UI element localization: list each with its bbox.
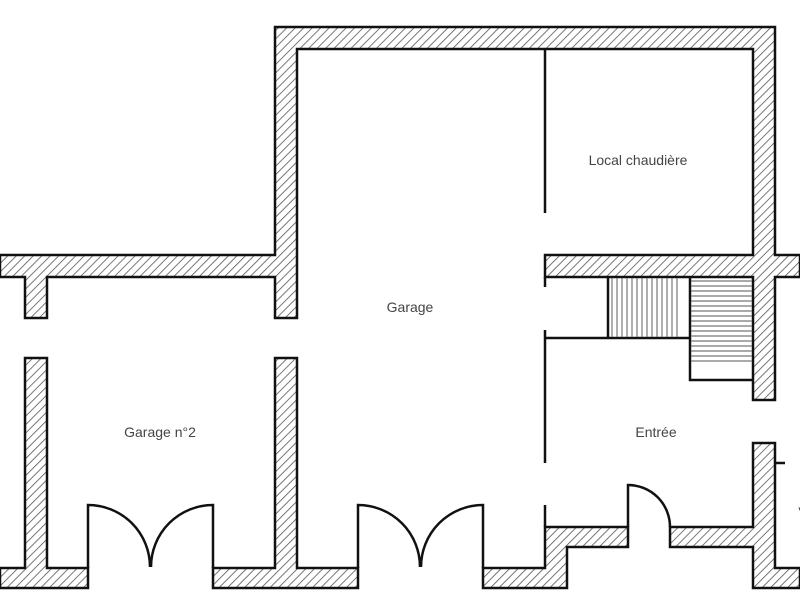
room-label-garage: Garage xyxy=(386,299,434,315)
room-label-local-chaudiere: Local chaudière xyxy=(588,152,688,168)
room-label-garage-2: Garage n°2 xyxy=(124,424,196,440)
wall-top-block xyxy=(0,25,800,402)
stair-1 xyxy=(611,278,678,337)
room-label-entree: Entrée xyxy=(635,424,677,440)
garage-double-door xyxy=(356,503,485,568)
wall-bottom-middle xyxy=(211,356,360,590)
wall-bottom-entry-left xyxy=(481,525,630,590)
wall-bottom-entry-right xyxy=(668,441,800,590)
stair-2 xyxy=(691,280,752,362)
wall-bottom-left xyxy=(0,356,90,590)
garage-2-double-door xyxy=(86,503,215,568)
stair-2-outline xyxy=(688,277,753,382)
entry-door xyxy=(626,483,672,528)
cut-off-label: V xyxy=(798,504,800,520)
